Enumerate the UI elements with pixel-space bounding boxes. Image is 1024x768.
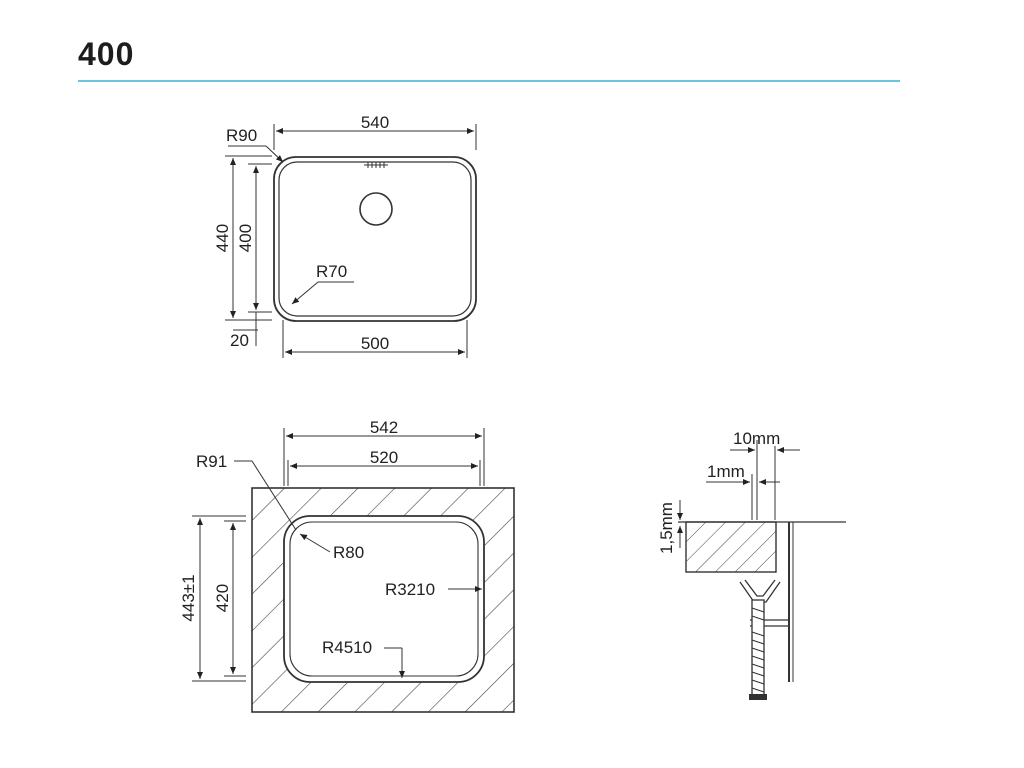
cutout-inner-radius-label: R80	[333, 543, 364, 562]
sink-outer-outline	[273, 156, 477, 322]
top-inner-width-label: 500	[361, 334, 389, 353]
cutout-inner-width-label: 520	[370, 448, 398, 467]
mounting-clamp	[739, 579, 789, 697]
drain-hole	[359, 192, 393, 226]
cutout-opening	[283, 515, 485, 683]
cutout-inner-line	[289, 521, 479, 677]
cutout-height-label: 443±1	[179, 574, 198, 621]
top-height-label: 440	[213, 224, 232, 252]
cutout-view	[192, 428, 515, 713]
page-title: 400	[78, 36, 135, 72]
section-thickness-label: 1,5mm	[657, 502, 676, 554]
section-view	[677, 440, 846, 700]
title-divider	[78, 80, 900, 82]
top-inner-height-label: 400	[236, 224, 255, 252]
top-offset-label: 20	[230, 331, 249, 350]
top-view	[225, 124, 477, 358]
cutout-width-label: 542	[370, 418, 398, 437]
cutout-bottom-radius-label: R4510	[322, 638, 372, 657]
cutout-inner-height-label: 420	[213, 584, 232, 612]
section-dim-top-label: 10mm	[733, 429, 780, 448]
cutout-outer-radius-label: R91	[196, 452, 227, 471]
section-dim-mid-label: 1mm	[707, 462, 745, 481]
countertop-section	[685, 521, 777, 573]
top-width-label: 540	[361, 113, 389, 132]
sink-inner-outline	[278, 161, 472, 317]
top-outer-radius-label: R90	[226, 126, 257, 145]
screw-thread	[751, 607, 765, 693]
overflow-mark	[364, 162, 388, 168]
top-inner-radius-label: R70	[316, 262, 347, 281]
cutout-right-radius-label: R3210	[385, 580, 435, 599]
